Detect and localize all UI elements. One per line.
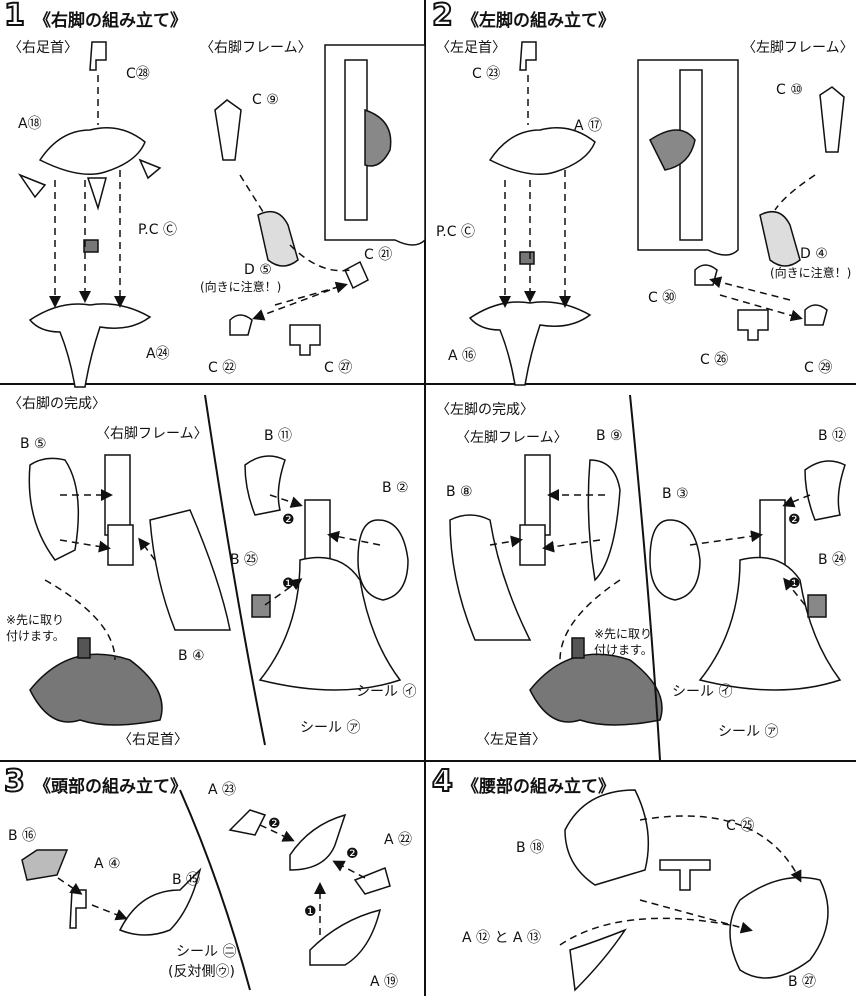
divider-vertical-top bbox=[424, 0, 426, 760]
seal-i-right: シール ㋑ bbox=[356, 684, 417, 700]
left-complete-heading: 〈左脚の完成〉 bbox=[436, 402, 534, 418]
step-1-title: 《右脚の組み立て》 bbox=[34, 11, 187, 31]
step-n2-left: ❷ bbox=[788, 512, 801, 528]
part-c9: C ⑨ bbox=[252, 92, 279, 108]
step-2-number: 2 bbox=[431, 0, 454, 33]
right-complete-note: ※先に取り 付けます。 bbox=[6, 613, 65, 643]
seal-e-note: (反対側㋒) bbox=[168, 964, 235, 980]
step-n2-right: ❷ bbox=[282, 512, 295, 528]
step3-n2b: ❷ bbox=[346, 846, 359, 862]
right-leg-complete-drawing bbox=[28, 394, 409, 746]
left-leg-complete-drawing bbox=[449, 394, 846, 761]
part-a19: A ⑲ bbox=[370, 974, 399, 990]
divider-horizontal-2 bbox=[0, 760, 856, 762]
step-3-number: 3 bbox=[3, 764, 26, 799]
seal-e: シール ㊁ bbox=[176, 944, 237, 960]
right-frame-heading: 〈右脚フレーム〉 bbox=[200, 40, 312, 56]
step3-n2a: ❷ bbox=[268, 816, 281, 832]
part-b5: B ⑤ bbox=[20, 436, 47, 452]
part-c10: C ⑩ bbox=[776, 82, 803, 98]
right-complete-heading: 〈右脚の完成〉 bbox=[8, 396, 106, 412]
waist-parts-drawing bbox=[559, 789, 829, 992]
part-c28: C㉘ bbox=[126, 66, 150, 82]
step3-n1: ❶ bbox=[304, 904, 317, 920]
part-pcc-right: P.C Ⓒ bbox=[138, 222, 177, 238]
step-n1-left: ❶ bbox=[788, 576, 801, 592]
part-b3: B ③ bbox=[662, 486, 689, 502]
right-complete-frame-label: 〈右脚フレーム〉 bbox=[96, 426, 208, 442]
left-complete-ankle-label: 〈左足首〉 bbox=[476, 732, 546, 748]
part-b15: B ⑮ bbox=[172, 872, 201, 888]
seal-a-left: シール ㋐ bbox=[718, 724, 779, 740]
part-d5: D ⑤ bbox=[244, 262, 272, 278]
step-4-number: 4 bbox=[431, 764, 454, 799]
seal-i-left: シール ㋑ bbox=[672, 684, 733, 700]
part-b9: B ⑨ bbox=[596, 428, 623, 444]
part-c29: C ㉙ bbox=[804, 360, 833, 376]
part-c27: C ㉗ bbox=[324, 360, 353, 376]
part-a18: A⑱ bbox=[18, 116, 42, 132]
part-a16: A ⑯ bbox=[448, 348, 477, 364]
part-b8: B ⑧ bbox=[446, 484, 473, 500]
part-b18: B ⑱ bbox=[516, 840, 545, 856]
part-a12-a13: A ⑫ と A ⑬ bbox=[462, 930, 541, 946]
part-c22: C ㉒ bbox=[208, 360, 237, 376]
left-complete-frame-label: 〈左脚フレーム〉 bbox=[456, 430, 568, 446]
divider-vertical-bottom bbox=[424, 760, 426, 996]
part-b12: B ⑫ bbox=[818, 428, 847, 444]
right-ankle-parts-drawing bbox=[17, 41, 162, 388]
part-a23: A ㉓ bbox=[208, 782, 237, 798]
seal-a-right: シール ㋐ bbox=[300, 720, 361, 736]
part-b2: B ② bbox=[382, 480, 409, 496]
part-c26: C ㉖ bbox=[700, 352, 729, 368]
head-parts-drawing bbox=[21, 789, 391, 991]
part-b16: B ⑯ bbox=[8, 828, 37, 844]
part-d4-note: (向きに注意！) bbox=[770, 266, 852, 280]
step-4-title: 《腰部の組み立て》 bbox=[462, 777, 615, 797]
part-b4: B ④ bbox=[178, 648, 205, 664]
divider-horizontal-1 bbox=[0, 383, 856, 385]
step-n1-right: ❶ bbox=[282, 576, 295, 592]
part-c21: C ㉑ bbox=[364, 247, 393, 263]
part-d4: D ④ bbox=[800, 246, 828, 262]
part-pcc-left: P.C Ⓒ bbox=[436, 224, 475, 240]
step-2-title: 《左脚の組み立て》 bbox=[462, 11, 615, 31]
right-frame-parts-drawing bbox=[214, 44, 426, 356]
part-d5-note: (向きに注意！) bbox=[200, 280, 282, 294]
right-ankle-heading: 〈右足首〉 bbox=[8, 40, 78, 56]
left-ankle-heading: 〈左足首〉 bbox=[436, 40, 506, 56]
part-a17: A ⑰ bbox=[574, 118, 603, 134]
part-a24: A㉔ bbox=[146, 346, 170, 362]
part-b24: B ㉔ bbox=[818, 552, 847, 568]
left-frame-parts-drawing bbox=[637, 59, 845, 341]
left-frame-heading: 〈左脚フレーム〉 bbox=[742, 40, 854, 56]
step-3-title: 《頭部の組み立て》 bbox=[34, 777, 187, 797]
part-a22: A ㉒ bbox=[384, 832, 413, 848]
left-complete-note: ※先に取り 付けます。 bbox=[594, 627, 653, 657]
left-ankle-parts-drawing bbox=[468, 41, 596, 386]
part-a4: A ④ bbox=[94, 856, 121, 872]
part-c30: C ㉚ bbox=[648, 290, 677, 306]
right-complete-ankle-label: 〈右足首〉 bbox=[118, 732, 188, 748]
part-b25: B ㉕ bbox=[230, 552, 259, 568]
part-b27: B ㉗ bbox=[788, 974, 817, 990]
part-b11: B ⑪ bbox=[264, 428, 293, 444]
part-c23: C ㉓ bbox=[472, 66, 501, 82]
part-c25: C ㉕ bbox=[726, 818, 755, 834]
step-1-number: 1 bbox=[3, 0, 26, 33]
